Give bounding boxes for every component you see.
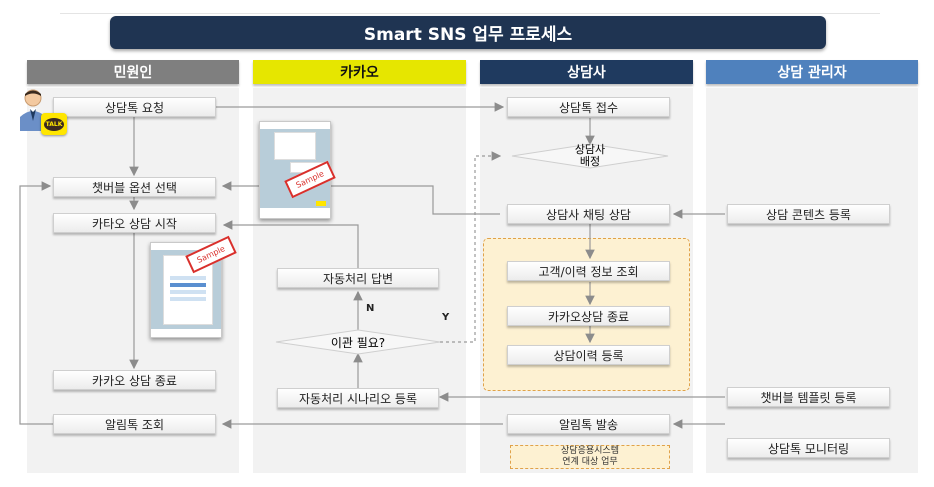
node-transfer-question: 이관 필요?	[330, 335, 386, 350]
node-kakao-end-customer: 카카오 상담 종료	[53, 370, 216, 390]
chat-bubble	[274, 132, 316, 160]
phone-mockup-customer: Sample	[150, 235, 237, 338]
branch-label-no: N	[366, 303, 375, 314]
user-avatar-icon	[16, 87, 50, 131]
assign-diamond	[511, 143, 669, 169]
lane-manager-bg	[706, 88, 918, 473]
node-history-register: 상담이력 등록	[507, 345, 670, 365]
edge-auto-to-start	[222, 220, 359, 272]
node-receive: 상담톡 접수	[507, 97, 670, 117]
send-button-icon	[316, 201, 326, 206]
lane-header-customer: 민원인	[27, 60, 239, 84]
legend-line-2: 연계 대상 업무	[562, 457, 618, 467]
legend-line-1: 상담응용시스템	[561, 446, 619, 456]
phone-mockup-kakao: Sample	[259, 121, 336, 219]
branch-label-yes: Y	[442, 312, 450, 323]
phone-input-bar	[260, 208, 330, 218]
menu-option	[170, 297, 206, 301]
node-assign: 상담사 배정	[574, 143, 606, 168]
node-kakao-start: 카타오 상담 시작	[53, 213, 216, 233]
top-rule	[60, 13, 880, 14]
phone-status-bar	[260, 122, 330, 129]
node-monitoring: 상담톡 모니터링	[727, 438, 890, 458]
node-content-register: 상담 콘텐츠 등록	[727, 204, 890, 224]
node-auto-answer: 자동처리 답변	[277, 268, 439, 288]
menu-option	[170, 276, 206, 280]
lane-header-kakao: 카카오	[253, 60, 466, 84]
node-kakao-end-agent: 카카오상담 종료	[507, 306, 670, 326]
lane-header-agent: 상담사	[480, 60, 693, 84]
transfer-diamond	[275, 329, 441, 355]
node-alimtalk-view: 알림톡 조회	[53, 414, 216, 434]
node-chatbot-select: 챗버블 옵션 선택	[53, 177, 216, 197]
page-title: Smart SNS 업무 프로세스	[110, 16, 826, 49]
kakao-talk-icon: TALK	[41, 113, 67, 135]
node-agent-chat: 상담사 채팅 상담	[507, 204, 670, 224]
kakao-talk-badge: TALK	[44, 117, 64, 131]
edge-view-to-select	[19, 181, 53, 425]
menu-option-selected	[170, 283, 206, 287]
node-template-register: 챗버블 템플릿 등록	[727, 387, 890, 407]
edge-question-to-assign	[440, 151, 502, 343]
phone-status-bar	[151, 243, 221, 250]
menu-option	[170, 290, 206, 294]
node-auto-scenario: 자동처리 시나리오 등록	[277, 388, 439, 408]
legend-box: 상담응용시스템 연계 대상 업무	[510, 445, 670, 469]
node-request: 상담톡 요청	[53, 97, 216, 117]
lane-header-manager: 상담 관리자	[706, 60, 918, 84]
node-alimtalk-send: 알림톡 발송	[507, 414, 670, 434]
phone-input-bar	[151, 329, 221, 337]
node-customer-info: 고객/이력 정보 조회	[507, 261, 670, 281]
